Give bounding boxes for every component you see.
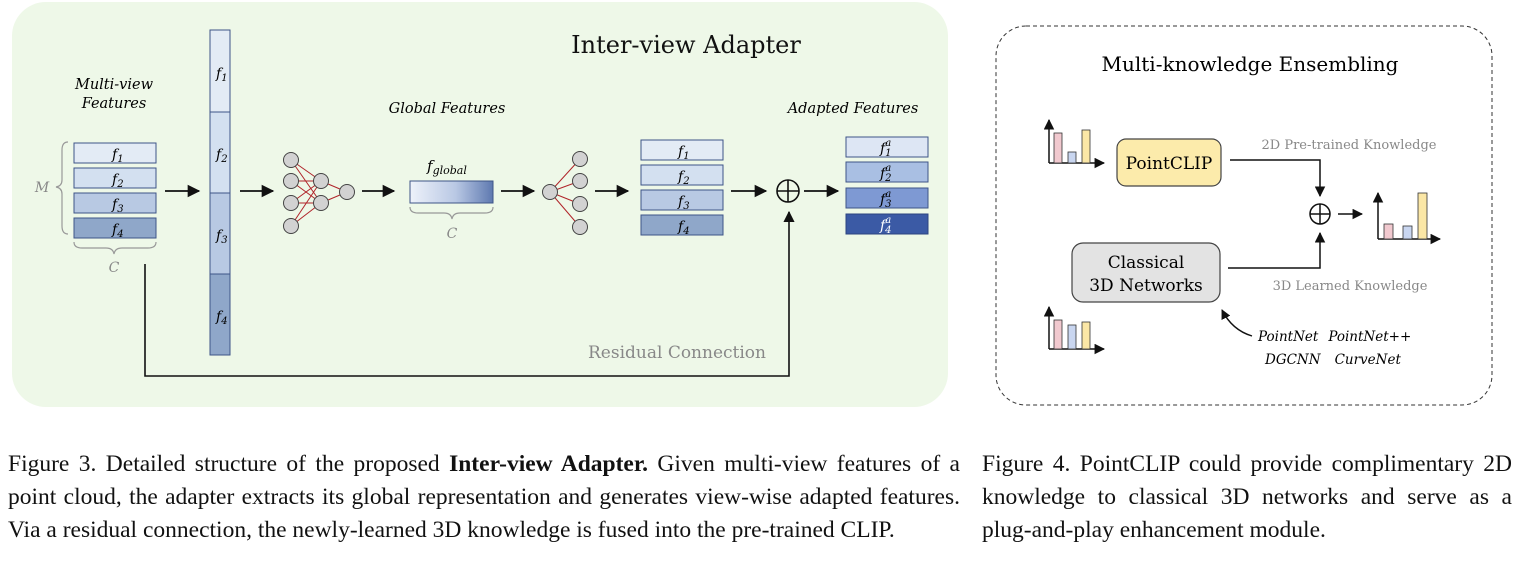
bar-icon-output [1372,191,1442,245]
bar-icon-3d [1043,305,1106,355]
multiview-label-1: Multi-view [74,77,154,93]
ensembling-panel [995,25,1493,406]
fig4-caption-text: Figure 4. PointCLIP could provide compli… [982,451,1512,543]
arrow-3d [1228,231,1326,269]
mv-f2: f2 [111,172,124,190]
classical-label-1: Classical [1108,253,1185,273]
col-f1: f1 [215,66,228,84]
col-f4: f4 [215,309,228,327]
mv-f4: f4 [111,222,124,240]
c-label-mv: C [109,260,120,276]
mv-f1: f1 [111,147,124,165]
col-f2: f2 [215,147,228,165]
m-label: M [34,180,50,196]
figure-3-caption: Figure 3. Detailed structure of the prop… [8,448,960,547]
m-brace [55,141,69,235]
pointclip-box [1116,138,1222,187]
fglobal-label: fglobal [426,157,467,177]
global-features-label: Global Features [389,101,506,117]
adapter-panel [12,2,948,407]
figure-diagram: Inter-view Adapter Multi-view Features M… [12,2,1493,407]
mlp-decoder-nodes [542,151,588,235]
c-brace-mv [73,241,157,255]
c-label-global: C [447,226,458,242]
classical-3d-box [1071,242,1221,303]
fig3-caption-prefix: Figure 3. Detailed structure of the prop… [8,451,450,477]
sum-symbol [776,179,800,203]
label-3d-knowledge: 3D Learned Knowledge [1273,279,1428,294]
label-2d-knowledge: 2D Pre-trained Knowledge [1262,138,1437,153]
viewwise-features: f1 f2 f3 f4 [640,139,724,237]
residual-label: Residual Connection [588,343,766,363]
multiview-features: f1 f2 f3 f4 [73,142,157,240]
global-feature-bar [409,180,494,204]
arrow-2d [1230,159,1326,198]
vw-f4: f4 [677,219,690,237]
ensemble-sum-symbol [1309,203,1331,225]
pointclip-label: PointCLIP [1126,154,1213,174]
vw-f2: f2 [677,169,690,187]
multiview-label-2: Features [81,96,147,112]
ensembling-title: Multi-knowledge Ensembling [1102,52,1399,76]
col-f3: f3 [215,228,228,246]
adapted-features-label: Adapted Features [786,101,919,117]
vw-f1: f1 [677,144,690,162]
vw-f3: f3 [677,194,690,212]
mlp-encoder-nodes [283,152,355,234]
fig3-caption-rest: Given multi-view features of a point clo… [8,451,960,543]
mv-f3: f3 [111,197,124,215]
concat-column: f1 f2 f3 f4 [209,29,231,356]
classical-label-2: 3D Networks [1089,276,1203,296]
bar-icon-2d [1043,118,1106,169]
fig3-caption-bold: Inter-view Adapter. [449,451,649,477]
adapter-title: Inter-view Adapter [571,31,801,59]
c-brace-global [409,206,494,220]
figure-4-caption: Figure 4. PointCLIP could provide compli… [982,448,1512,547]
networks-arrow [1221,309,1253,337]
residual-connection [144,210,795,377]
